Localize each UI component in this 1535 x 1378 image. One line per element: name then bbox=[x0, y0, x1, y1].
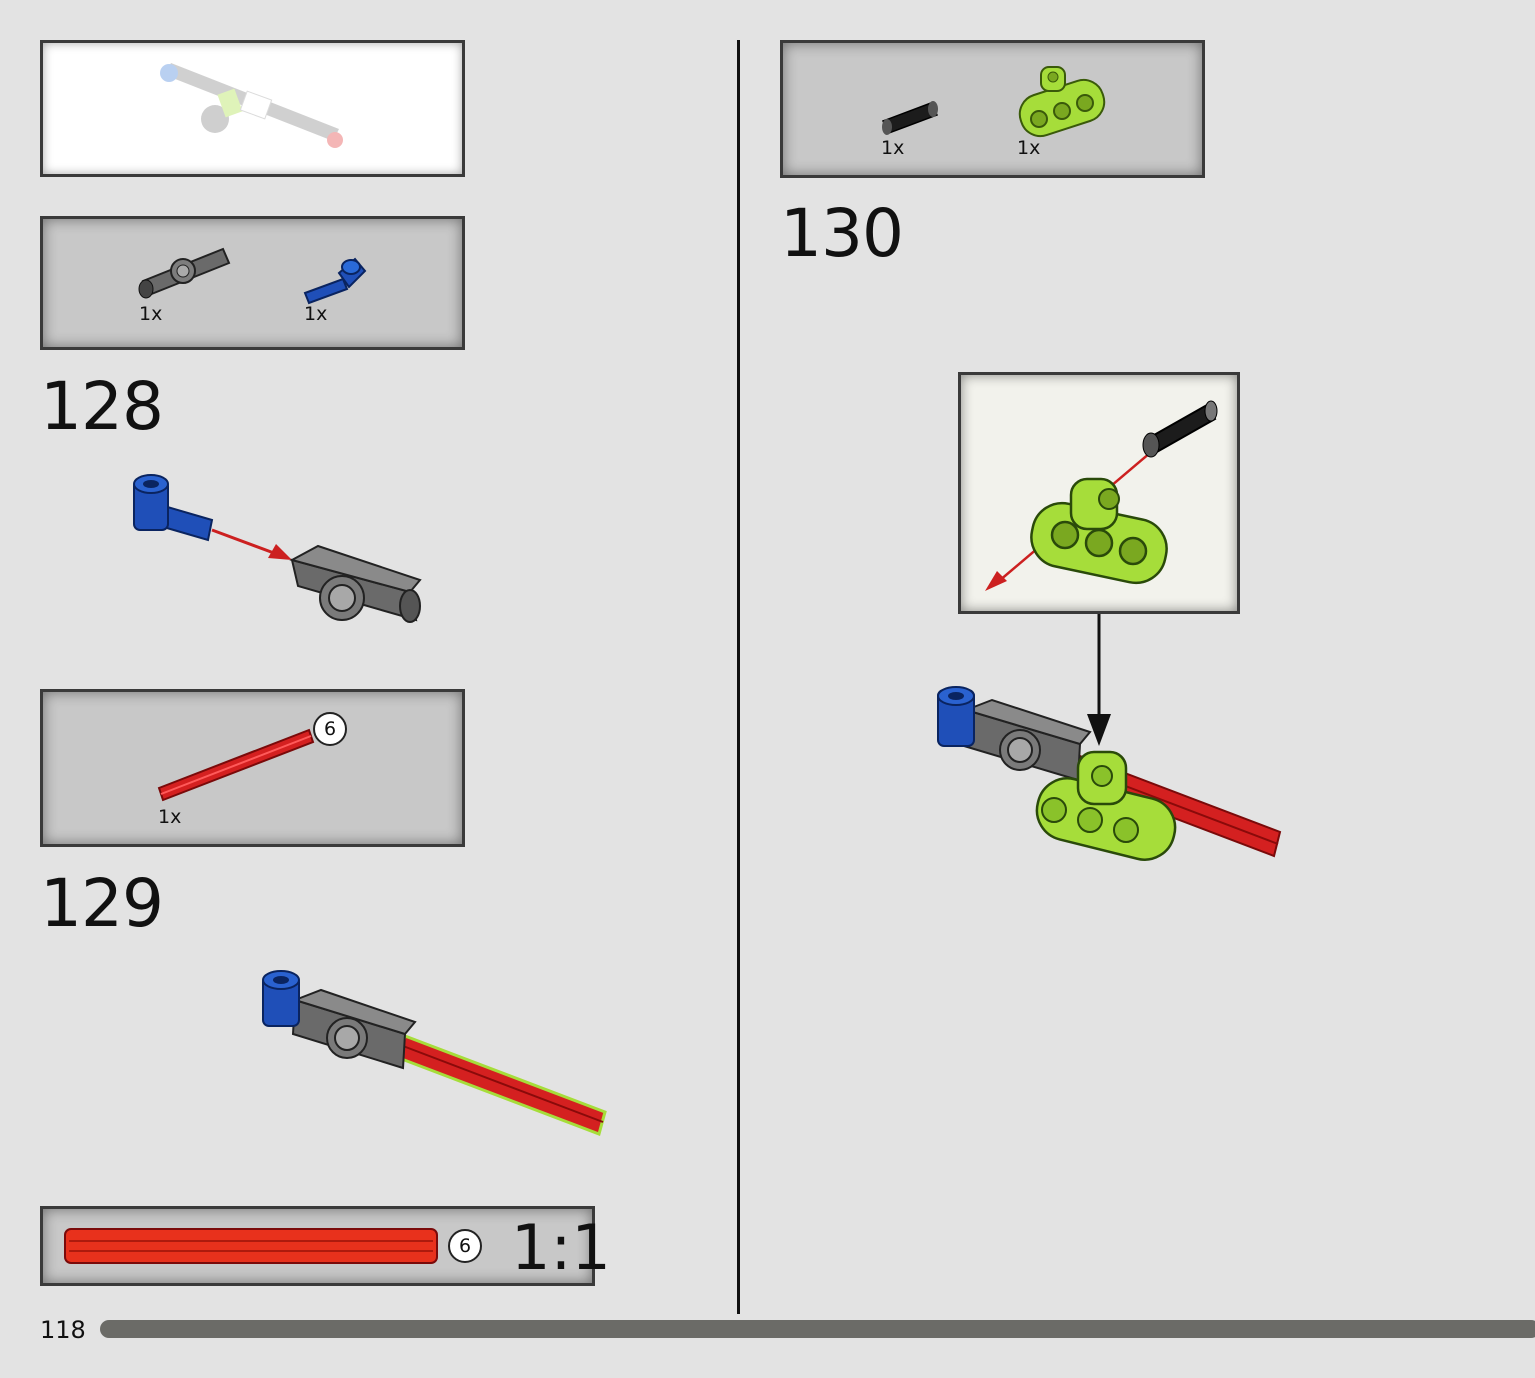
scale-label: 1:1 bbox=[511, 1211, 611, 1284]
lime-beam-icon bbox=[1035, 750, 1177, 861]
column-divider bbox=[737, 40, 740, 1314]
previous-assembly-preview bbox=[40, 40, 465, 177]
gray-connector-icon bbox=[962, 698, 1092, 782]
faded-assembly-illustration bbox=[160, 63, 343, 148]
page-number: 118 bbox=[40, 1316, 86, 1344]
subassembly-illustration bbox=[985, 400, 1218, 591]
step-130-parts-illustration bbox=[881, 66, 1106, 138]
gray-connector-part-icon bbox=[138, 247, 231, 299]
step-number: 129 bbox=[40, 865, 164, 942]
black-pin-icon bbox=[1142, 400, 1218, 458]
scale-reference-box: 6 1:1 bbox=[40, 1206, 611, 1286]
step-128-parts-illustration bbox=[138, 247, 367, 305]
step-128-assembly-illustration bbox=[133, 474, 422, 623]
page-progress-bar bbox=[100, 1320, 1535, 1338]
blue-pin-icon bbox=[262, 970, 300, 1027]
lime-beam-part-icon bbox=[1018, 66, 1106, 138]
blue-pin-part-icon bbox=[303, 257, 367, 305]
gray-connector-icon bbox=[291, 988, 417, 1070]
step-130-subassembly-callout bbox=[958, 372, 1240, 614]
scale-axle-illustration bbox=[64, 1228, 438, 1264]
blue-axle-pin-icon bbox=[133, 474, 214, 542]
gray-connector-icon bbox=[289, 544, 422, 623]
step-129-parts-illustration bbox=[157, 728, 315, 802]
step-number: 130 bbox=[780, 195, 904, 272]
black-pin-part-icon bbox=[881, 101, 939, 135]
part-quantity: 1x bbox=[304, 303, 328, 325]
down-arrow-icon bbox=[1087, 614, 1111, 746]
step-number: 128 bbox=[40, 368, 164, 445]
arrow-icon bbox=[211, 528, 283, 558]
part-quantity: 1x bbox=[881, 137, 905, 159]
step-129-parts-list: 6 1x bbox=[40, 689, 465, 847]
axle-length-badge: 6 bbox=[313, 712, 347, 746]
blue-pin-icon bbox=[937, 686, 975, 747]
step-129-assembly-illustration bbox=[262, 970, 607, 1136]
red-axle-1to1-icon bbox=[64, 1228, 438, 1264]
part-quantity: 1x bbox=[139, 303, 163, 325]
step-130-parts-list: 1x 1x bbox=[780, 40, 1205, 178]
red-axle-icon bbox=[397, 1034, 607, 1136]
step-128-parts-list: 1x 1x bbox=[40, 216, 465, 350]
axle-length-badge: 6 bbox=[448, 1229, 482, 1263]
lime-beam-icon bbox=[1030, 477, 1168, 585]
step-130-assembly-illustration bbox=[937, 686, 1282, 861]
part-quantity: 1x bbox=[1017, 137, 1041, 159]
part-quantity: 1x bbox=[158, 806, 182, 828]
